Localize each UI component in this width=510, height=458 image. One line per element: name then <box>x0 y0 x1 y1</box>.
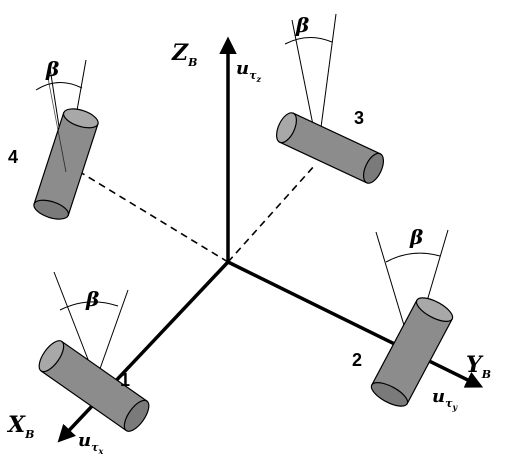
angle-label-wheel-3: β <box>295 13 309 37</box>
dashed-line-wheel-4 <box>79 171 229 263</box>
unit-vector-y-label: uτy <box>432 386 459 412</box>
z-axis-label: ZB <box>171 40 197 69</box>
y-axis-label: YB <box>466 352 491 381</box>
angle-label-wheel-4: β <box>45 57 59 81</box>
wheel-number-1: 1 <box>120 370 130 390</box>
unit-vector-z-label: uτz <box>236 58 262 84</box>
dashed-line-wheel-3 <box>227 164 316 263</box>
unit-vector-x-label: uτx <box>78 430 104 456</box>
wheel-number-4: 4 <box>8 147 18 167</box>
angle-label-wheel-1: β <box>85 287 99 311</box>
wheel-number-2: 2 <box>352 350 362 370</box>
wheel-number-3: 3 <box>354 108 364 128</box>
wheel-4 <box>33 59 99 220</box>
wheel-3 <box>275 13 385 184</box>
wheel-1 <box>38 271 150 432</box>
y-axis <box>227 260 484 388</box>
x-axis <box>57 260 230 443</box>
wheel-2 <box>370 229 454 407</box>
x-axis-label: XB <box>6 412 34 441</box>
angle-label-wheel-2: β <box>409 225 423 249</box>
